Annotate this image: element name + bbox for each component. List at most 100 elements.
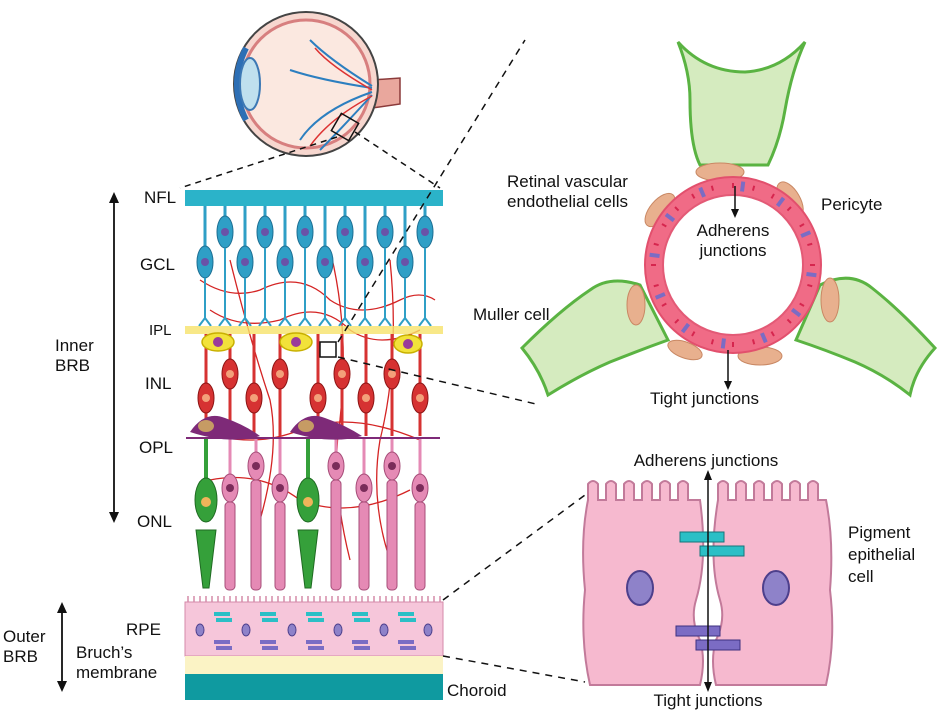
rpe-junctions — [187, 596, 441, 650]
muller-cell-top — [676, 40, 807, 167]
vessel-junction — [775, 196, 786, 208]
label-pericyte: Pericyte — [821, 195, 882, 214]
vessel-junction — [800, 230, 812, 238]
retina-layers — [184, 190, 444, 700]
vessel-dash — [807, 242, 813, 247]
ganglion-nucleus — [361, 258, 369, 266]
vessel-dash — [691, 331, 696, 337]
label-endothelial-1: Retinal vascular — [507, 172, 628, 191]
ganglion-dendrite — [218, 248, 232, 327]
adherens-junction-bar-2 — [699, 545, 745, 557]
vessel-dash — [674, 318, 680, 324]
vessel-dash — [786, 206, 792, 212]
label-outer-brb-1: Outer — [3, 627, 46, 646]
vessel-dash — [710, 185, 715, 191]
rod-nucleus — [388, 462, 396, 470]
vessel-dash — [653, 283, 659, 288]
cone-outer-segment — [195, 529, 217, 589]
label-rpe: RPE — [126, 620, 161, 639]
label-outer-brb-2: BRB — [3, 647, 38, 666]
vessel-dash — [751, 185, 756, 191]
rpe-tight-junction — [260, 640, 276, 644]
ganglion-nucleus — [261, 228, 269, 236]
cone-nucleus — [201, 497, 211, 507]
vessel-dash — [661, 302, 667, 307]
ganglion-dendrite — [358, 278, 372, 327]
label-nfl: NFL — [144, 188, 176, 207]
muller-cell-left — [519, 279, 671, 398]
vessel-dash — [661, 223, 667, 228]
vessel-dash — [691, 193, 696, 199]
ganglion-dendrite — [378, 248, 392, 327]
rod-nucleus — [276, 484, 284, 492]
label-adherens-outer: Adherens junctions — [634, 451, 779, 470]
label-adherens-inner-1: Adherens — [697, 221, 770, 240]
ganglion-nucleus — [381, 228, 389, 236]
cone-outer-segment — [297, 529, 319, 589]
rpe-nucleus — [287, 623, 297, 637]
bipolar-cells — [197, 334, 429, 436]
vessel-junctions — [649, 181, 817, 349]
vessel-junction — [649, 252, 660, 258]
label-opl: OPL — [139, 438, 173, 457]
rpe-tight-junction — [216, 646, 232, 650]
vessel-dash — [770, 331, 775, 337]
label-pigment-1: Pigment — [848, 523, 911, 542]
rod-outer-segment — [358, 501, 370, 591]
rpe-nucleus — [195, 623, 205, 637]
bruch-membrane-band — [185, 656, 443, 674]
bipolar-nucleus — [226, 370, 234, 378]
rpe-adherens-junction — [308, 618, 324, 622]
outer-brb-panel — [582, 470, 834, 692]
label-adherens-inner-2: junctions — [698, 241, 766, 260]
ganglion-dendrite — [278, 278, 292, 327]
vessel-dash — [799, 302, 805, 307]
vessel-junction — [654, 292, 666, 300]
label-ipl: IPL — [149, 322, 172, 339]
rpe-adherens-junction — [216, 618, 232, 622]
rpe-tight-junction — [214, 640, 230, 644]
label-inl: INL — [145, 374, 171, 393]
rod-outer-segment — [250, 479, 262, 591]
rpe-nucleus-left — [626, 570, 654, 606]
ganglion-nucleus — [221, 228, 229, 236]
ganglion-nucleus — [341, 228, 349, 236]
bipolar-nucleus — [388, 370, 396, 378]
label-tight-outer: Tight junctions — [654, 691, 763, 710]
label-onl: ONL — [137, 512, 172, 531]
bipolar-nucleus — [338, 370, 346, 378]
ganglion-nucleus — [201, 258, 209, 266]
vessel-dash — [751, 339, 756, 345]
vessel-junction — [698, 186, 706, 198]
rpe-adherens-junction — [260, 612, 276, 616]
ganglion-cells — [196, 206, 434, 327]
vessel-dash — [710, 339, 715, 345]
ganglion-dendrite — [258, 248, 272, 327]
label-muller: Muller cell — [473, 305, 550, 324]
label-inner-brb-2: BRB — [55, 356, 90, 375]
ganglion-dendrite — [198, 278, 212, 327]
rpe-adherens-junction — [214, 612, 230, 616]
vessel-junction — [720, 338, 726, 349]
label-pigment-3: cell — [848, 567, 874, 586]
ganglion-nucleus — [421, 228, 429, 236]
outer-brb-bracket — [57, 602, 67, 692]
rpe-tight-junction — [398, 640, 414, 644]
rod-nucleus — [416, 484, 424, 492]
rpe-tight-junction — [262, 646, 278, 650]
horizontal-cells — [186, 415, 440, 440]
ganglion-dendrite — [398, 278, 412, 327]
bipolar-nucleus — [276, 370, 284, 378]
ganglion-nucleus — [241, 258, 249, 266]
ganglion-nucleus — [301, 228, 309, 236]
rpe-tight-junction — [306, 640, 322, 644]
rpe-nucleus — [423, 623, 433, 637]
label-endothelial-2: endothelial cells — [507, 192, 628, 211]
vessel-dash — [807, 283, 813, 288]
vessel-dash — [786, 318, 792, 324]
rpe-tight-junction — [400, 646, 416, 650]
rod-outer-segment — [386, 479, 398, 591]
vessel-junction — [680, 322, 691, 334]
label-bruch-1: Bruch’s — [76, 643, 132, 662]
